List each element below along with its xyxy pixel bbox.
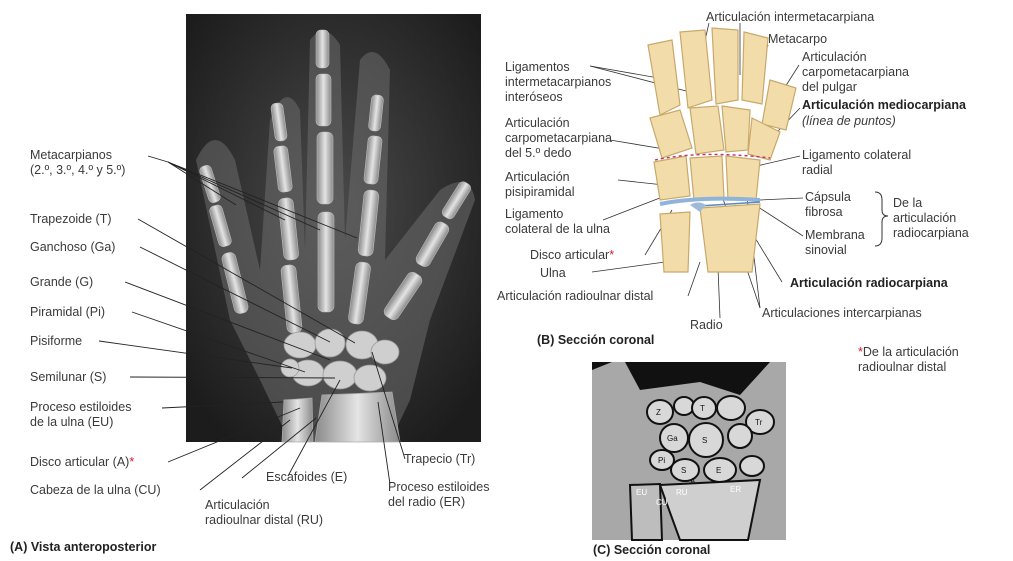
label-metacarpo: Metacarpo bbox=[768, 32, 827, 47]
caption-c: (C) Sección coronal bbox=[593, 543, 710, 557]
caption-b: (B) Sección coronal bbox=[537, 333, 654, 347]
mri-label: S bbox=[702, 436, 707, 445]
caption-a: (A) Vista anteroposterior bbox=[10, 540, 156, 554]
label-art-radioulnar-distal: Articulación radioulnar distal bbox=[497, 289, 653, 304]
label-disco-articular-a: Disco articular (A)* bbox=[30, 455, 134, 470]
mri-label: E bbox=[716, 466, 721, 475]
mri-label: A bbox=[690, 477, 696, 486]
mri-label: Tr bbox=[755, 418, 763, 427]
label-radio: Radio bbox=[690, 318, 723, 333]
label-art-pisipiramidal: Articulación pisipiramidal bbox=[505, 170, 574, 200]
mri-label: S bbox=[681, 466, 686, 475]
label-art-intercarpianas: Articulaciones intercarpianas bbox=[762, 306, 922, 321]
mri-label: T bbox=[700, 404, 705, 413]
label-linea-puntos: (línea de puntos) bbox=[802, 114, 896, 129]
label-trapezoide: Trapezoide (T) bbox=[30, 212, 112, 227]
label-art-mediocarpiana: Articulación mediocarpiana bbox=[802, 98, 966, 113]
label-escafoides: Escafoides (E) bbox=[266, 470, 347, 485]
label-art-radioulnar: Articulación radioulnar distal (RU) bbox=[205, 498, 323, 528]
label-piramidal: Piramidal (Pi) bbox=[30, 305, 105, 320]
label-art-intermetacarpiana: Articulación intermetacarpiana bbox=[706, 10, 874, 25]
label-semilunar: Semilunar (S) bbox=[30, 370, 106, 385]
label-metacarpianos: Metacarpianos (2.º, 3.º, 4.º y 5.º) bbox=[30, 148, 125, 178]
mri-label: ER bbox=[730, 485, 741, 494]
label-art-cmc-5: Articulación carpometacarpiana del 5.º d… bbox=[505, 116, 612, 161]
label-cabeza-ulna: Cabeza de la ulna (CU) bbox=[30, 483, 161, 498]
mri-label: RU bbox=[676, 488, 688, 497]
label-lig-colateral-ulna: Ligamento colateral de la ulna bbox=[505, 207, 610, 237]
label-art-cmc-pulgar: Articulación carpometacarpiana del pulga… bbox=[802, 50, 909, 95]
label-proceso-radio: Proceso estiloides del radio (ER) bbox=[388, 480, 489, 510]
label-membrana: Membrana sinovial bbox=[805, 228, 865, 258]
mri-label: Ga bbox=[667, 434, 678, 443]
label-lig-colateral-radial: Ligamento colateral radial bbox=[802, 148, 911, 178]
label-grande: Grande (G) bbox=[30, 275, 93, 290]
footnote: *De la articulación radioulnar distal bbox=[858, 345, 959, 375]
label-pisiforme: Pisiforme bbox=[30, 334, 82, 349]
label-ganchoso: Ganchoso (Ga) bbox=[30, 240, 115, 255]
mri-label: Z bbox=[656, 408, 661, 417]
label-trapecio: Trapecio (Tr) bbox=[404, 452, 475, 467]
asterisk: * bbox=[609, 248, 614, 262]
label-capsula: Cápsula fibrosa bbox=[805, 190, 851, 220]
label-art-radiocarpiana: Articulación radiocarpiana bbox=[790, 276, 948, 291]
mri-label: CU bbox=[656, 498, 668, 507]
label-ulna: Ulna bbox=[540, 266, 566, 281]
label-proceso-ulna: Proceso estiloides de la ulna (EU) bbox=[30, 400, 131, 430]
label-lig-intermetacarpianos: Ligamentos intermetacarpianos interóseos bbox=[505, 60, 611, 105]
label-de-la-articulacion: De la articulación radiocarpiana bbox=[893, 196, 969, 241]
asterisk: * bbox=[129, 455, 134, 469]
mri-label: EU bbox=[636, 488, 647, 497]
label-disco-articular-b: Disco articular* bbox=[530, 248, 614, 263]
mri-label: Pi bbox=[658, 456, 665, 465]
